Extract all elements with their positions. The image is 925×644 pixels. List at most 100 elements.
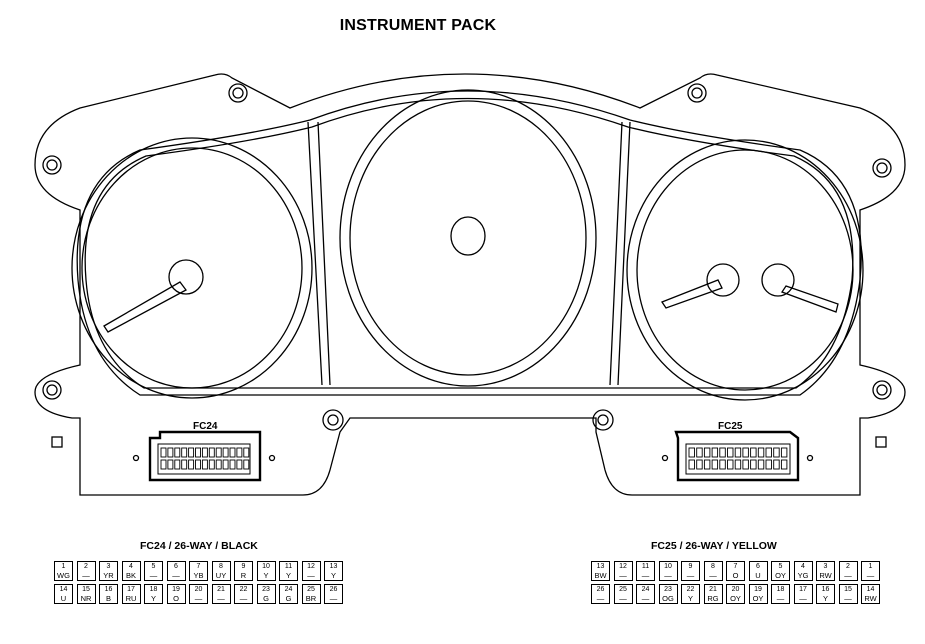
pin-cell: 17— <box>793 584 813 604</box>
pin-wire-color: OY <box>730 594 741 603</box>
left-gauge <box>71 137 313 399</box>
pin-wire-color: — <box>239 594 248 603</box>
connector-cavity <box>243 459 250 470</box>
pin-wire-color: — <box>596 594 605 603</box>
pin-cell: 12— <box>613 561 633 581</box>
connector-cavity <box>215 447 222 458</box>
connector-cavity <box>222 459 229 470</box>
pin-number: 25 <box>619 586 627 593</box>
pin-wire-color: YG <box>797 571 809 580</box>
pin-wire-color: Y <box>263 571 269 580</box>
connector-cavity <box>174 447 181 458</box>
pin-number: 13 <box>329 563 338 570</box>
connector-cavity <box>742 459 749 470</box>
connector-cavity <box>181 447 188 458</box>
pin-wire-color: — <box>686 571 695 580</box>
pin-number: 6 <box>174 563 178 570</box>
page-title: INSTRUMENT PACK <box>339 17 497 34</box>
pin-number: 20 <box>731 586 740 593</box>
pin-cell: 11— <box>636 561 655 581</box>
connector-cavity <box>208 447 215 458</box>
pin-number: 1 <box>868 563 873 570</box>
connector-cavity <box>780 447 788 458</box>
pin-number: 17 <box>127 586 135 593</box>
pin-cell: 22— <box>234 584 253 604</box>
pin-number: 2 <box>84 563 88 570</box>
pin-number: 5 <box>778 563 783 570</box>
pin-wire-color: R <box>240 571 247 580</box>
connector-cavity <box>243 447 250 458</box>
pin-wire-color: RW <box>819 571 832 580</box>
pin-number: 21 <box>217 586 225 593</box>
pin-cell: 24— <box>636 584 655 604</box>
connector-cavity <box>757 459 765 470</box>
pin-number: 9 <box>241 563 246 570</box>
pin-number: 11 <box>284 563 293 570</box>
pin-number: 1 <box>61 563 66 570</box>
pin-number: 16 <box>821 586 830 593</box>
connector-cavity <box>696 447 703 458</box>
connector-cavity <box>188 447 195 458</box>
pin-wire-color: — <box>619 594 627 603</box>
pin-cell: 21— <box>211 584 231 604</box>
pin-wire-color: — <box>641 594 650 603</box>
pin-wire-color: — <box>82 571 90 580</box>
pin-number: 21 <box>709 586 717 593</box>
pin-cell: 20— <box>189 584 208 604</box>
pin-wire-color: RW <box>864 594 877 603</box>
pin-number: 4 <box>129 563 133 570</box>
pin-number: 26 <box>329 586 338 593</box>
connector-cavity <box>765 447 772 458</box>
pin-number: 15 <box>82 586 90 593</box>
pin-wire-color: — <box>641 571 650 580</box>
pin-cell: 10— <box>658 561 678 581</box>
pin-number: 8 <box>711 563 715 570</box>
pin-number: 7 <box>196 563 201 570</box>
pin-wire-color: BK <box>125 571 136 580</box>
connector-cavity <box>750 447 757 458</box>
pin-wire-color: O <box>732 571 739 580</box>
pin-number: 10 <box>664 563 672 570</box>
connector-cavity <box>711 447 719 458</box>
pin-cell: 8— <box>703 561 723 581</box>
pin-wire-color: RG <box>707 594 719 603</box>
pin-number: 10 <box>262 563 270 570</box>
pin-wire-color: — <box>844 571 852 580</box>
pin-wire-color: BR <box>305 594 317 603</box>
pin-number: 18 <box>149 586 158 593</box>
fc25-label: FC25 <box>718 421 743 432</box>
pin-wire-color: Y <box>285 571 291 580</box>
pin-wire-color: WG <box>57 571 70 580</box>
pin-number: 4 <box>801 563 805 570</box>
pin-number: 24 <box>284 586 293 593</box>
connector-cavity <box>742 447 749 458</box>
pin-wire-color: — <box>194 594 203 603</box>
pin-wire-color: YR <box>103 571 114 580</box>
connector-cavity <box>750 459 757 470</box>
connector-cavity <box>195 447 201 458</box>
pin-wire-color: Y <box>687 594 693 603</box>
fc25-connector-body <box>661 430 814 482</box>
pin-wire-color: — <box>217 594 225 603</box>
pin-wire-color: — <box>149 571 158 580</box>
pin-number: 19 <box>172 586 180 593</box>
connector-cavity <box>780 459 788 470</box>
pin-number: 13 <box>596 563 605 570</box>
pin-number: 26 <box>596 586 605 593</box>
